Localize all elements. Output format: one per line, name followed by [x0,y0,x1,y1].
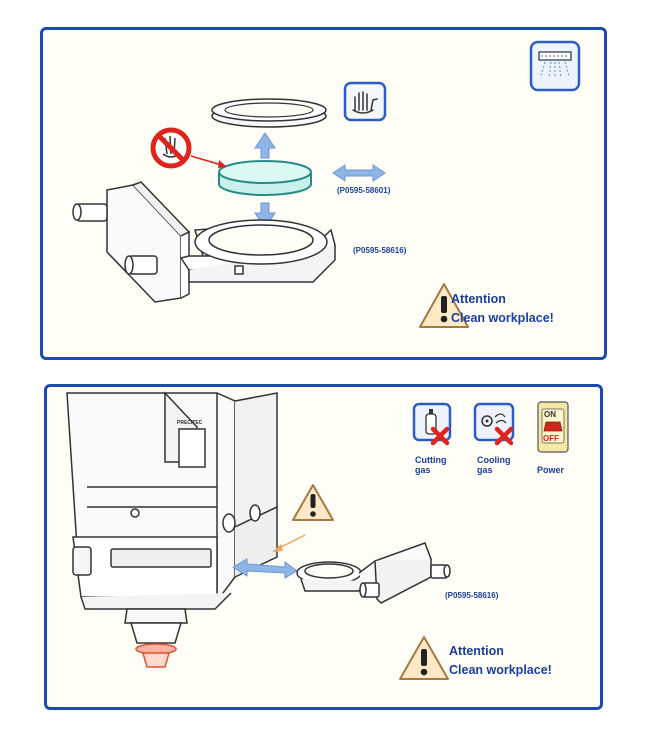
svg-text:OFF: OFF [543,434,559,443]
gas-spray-icon [529,40,581,92]
warning-triangle-icon [292,484,334,521]
glove-hand-icon [343,81,387,122]
cutting-head [66,391,278,668]
part-number-lens: (P0595-58601) [337,186,391,195]
no-touch-prohibition-icon [150,127,227,169]
orange-pointer-arrow [272,534,306,552]
attention-text: Clean workplace! [451,311,554,325]
cutting-gas-icon [412,402,452,446]
power-label: Power [537,465,565,475]
cutting-gas-label: Cutting gas [415,455,447,475]
top-panel-illustration: (P0595-58601) (P0595-58616) [72,40,581,328]
protective-lens [218,160,312,196]
warning-triangle-icon [399,636,449,680]
bottom-panel-illustration: PRECITEC (P0595-58616) [66,391,569,680]
svg-text:ON: ON [544,410,556,419]
o-ring [211,98,327,128]
attention-text: Clean workplace! [449,663,552,677]
cooling-gas-label: Cooling gas [477,455,511,475]
attention-title: Attention [451,292,506,306]
top-instruction-panel: (P0595-58601) (P0595-58616) [40,27,607,360]
bottom-instruction-panel: PRECITEC (P0595-58616) [44,384,603,710]
lens-holder-cassette [72,181,336,303]
attention-note-bottom: Attention Clean workplace! [449,642,552,680]
attention-note-top: Attention Clean workplace! [451,290,554,328]
cooling-gas-icon [473,402,515,446]
attention-title: Attention [449,644,504,658]
warning-triangle-icon [419,283,469,328]
horizontal-blue-arrow [332,164,386,182]
head-brand-label: PRECITEC [177,420,203,426]
svg-text:PRECITEC: PRECITEC [177,420,203,426]
part-number-holder: (P0595-58616) [353,246,407,255]
power-switch-icon: ON OFF [537,401,569,453]
vertical-blue-arrows [254,132,276,229]
part-number-holder: (P0595-58616) [445,591,499,600]
removed-lens-holder [296,542,451,604]
